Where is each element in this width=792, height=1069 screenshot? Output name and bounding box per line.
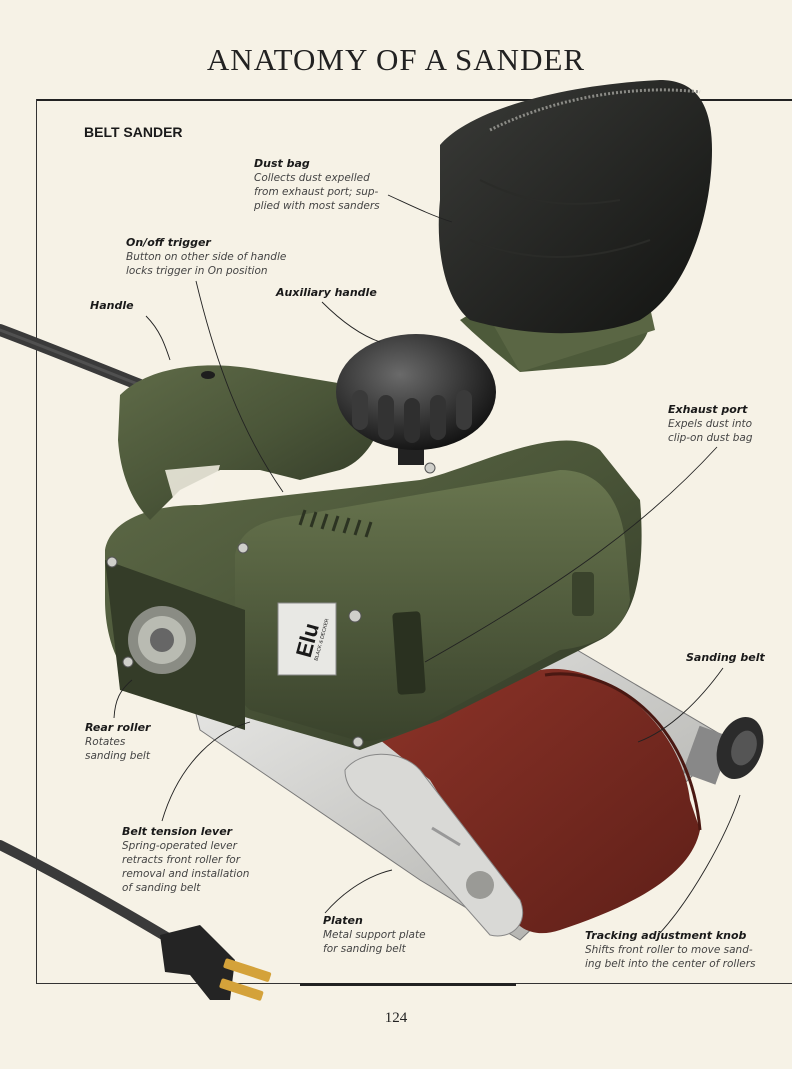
callout-exhaust-port-desc-2: clip-on dust bag	[668, 432, 753, 444]
callout-belt-tension-lever-desc-1: Spring-operated lever	[122, 840, 237, 852]
exhaust-port-shape	[392, 611, 426, 695]
power-plug	[160, 925, 272, 1001]
callout-belt-tension-lever: Belt tension lever Spring-operated lever…	[122, 825, 249, 895]
callout-rear-roller-desc-1: Rotates	[85, 736, 126, 748]
callout-handle: Handle	[90, 299, 134, 313]
callout-handle-name: Handle	[90, 299, 134, 312]
callout-dust-bag: Dust bag Collects dust expelled from exh…	[254, 157, 380, 213]
callout-platen-name: Platen	[323, 914, 363, 927]
callout-exhaust-port-desc-1: Expels dust into	[668, 418, 753, 430]
callout-sanding-belt-name: Sanding belt	[686, 651, 765, 664]
callout-leaders	[113, 194, 741, 934]
frame-bottom-bold-rule	[300, 983, 516, 986]
callout-dust-bag-desc-1: Collects dust expelled	[254, 172, 370, 184]
callout-dust-bag-desc-2: from exhaust port; sup-	[254, 186, 379, 198]
callout-exhaust-port: Exhaust port Expels dust into clip-on du…	[668, 403, 753, 445]
callout-dust-bag-desc-3: plied with most sanders	[254, 200, 380, 212]
frame-left-rule	[36, 99, 37, 983]
callout-exhaust-port-name: Exhaust port	[668, 403, 748, 416]
callout-tracking-adjustment-knob: Tracking adjustment knob Shifts front ro…	[585, 929, 756, 971]
callout-tracking-adjustment-knob-desc-1: Shifts front roller to move sand-	[585, 944, 753, 956]
callout-rear-roller-desc-2: sanding belt	[85, 750, 150, 762]
callout-auxiliary-handle: Auxiliary handle	[276, 286, 377, 300]
section-heading: BELT SANDER	[84, 124, 183, 140]
callout-belt-tension-lever-desc-4: of sanding belt	[122, 882, 201, 894]
page-title: ANATOMY OF A SANDER	[206, 42, 586, 77]
callout-rear-roller: Rear roller Rotates sanding belt	[85, 721, 150, 763]
brand-logo: Elu BLACK & DECKER	[277, 602, 337, 676]
callout-platen: Platen Metal support plate for sanding b…	[323, 914, 426, 956]
dust-bag-shape	[438, 80, 712, 372]
motor-vents	[298, 509, 373, 538]
callout-platen-desc-2: for sanding belt	[323, 943, 406, 955]
callout-on-off-trigger-name: On/off trigger	[126, 236, 211, 249]
frame-top-rule	[36, 99, 792, 101]
callout-tracking-adjustment-knob-desc-2: ing belt into the center of rollers	[585, 958, 756, 970]
callout-tracking-adjustment-knob-name: Tracking adjustment knob	[585, 929, 747, 942]
callout-auxiliary-handle-name: Auxiliary handle	[276, 286, 377, 299]
callout-on-off-trigger: On/off trigger Button on other side of h…	[126, 236, 286, 278]
callout-on-off-trigger-desc-2: locks trigger in On position	[126, 265, 268, 277]
auxiliary-knob-shape	[336, 334, 496, 465]
callout-platen-desc-1: Metal support plate	[323, 929, 426, 941]
callout-belt-tension-lever-name: Belt tension lever	[122, 825, 233, 838]
page-number: 124	[384, 1010, 408, 1026]
tracking-knob-shape	[682, 717, 764, 785]
callout-on-off-trigger-desc-1: Button on other side of handle	[126, 251, 287, 263]
callout-belt-tension-lever-desc-2: retracts front roller for	[122, 854, 241, 866]
callout-sanding-belt: Sanding belt	[686, 651, 765, 665]
callout-rear-roller-name: Rear roller	[85, 721, 151, 734]
callout-belt-tension-lever-desc-3: removal and installation	[122, 868, 250, 880]
sanding-belt-shape	[380, 668, 700, 934]
callout-dust-bag-name: Dust bag	[254, 157, 310, 170]
